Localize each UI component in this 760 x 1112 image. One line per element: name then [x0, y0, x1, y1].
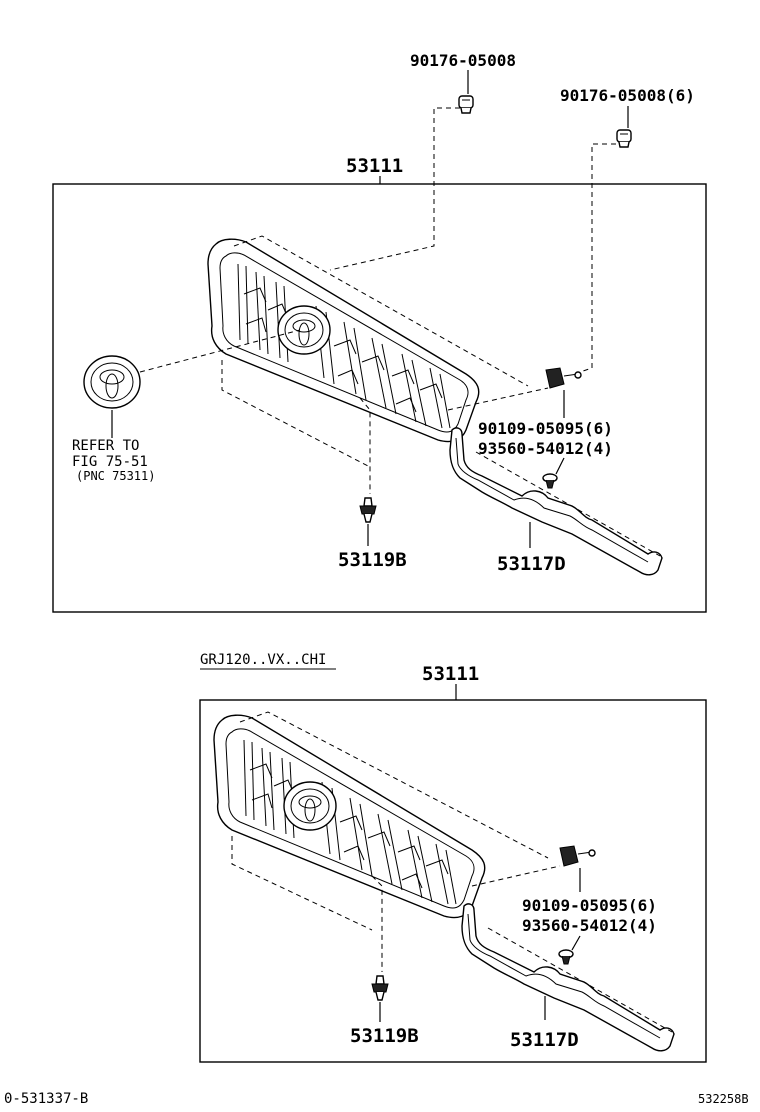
screw-upper: [542, 473, 558, 489]
push-clip-top: [458, 95, 474, 114]
label-emblem-refer-3: (PNC 75311): [76, 469, 155, 483]
label-seal-upper: 53117D: [497, 553, 566, 575]
footer-right-code: 532258B: [698, 1092, 749, 1106]
bottom-clip-upper: [359, 497, 377, 523]
assembly-frame-upper: [52, 183, 707, 613]
assembly-frame-lower: [199, 699, 707, 1063]
label-screw-1-upper: 90109-05095(6): [478, 419, 613, 438]
emblem: [83, 355, 141, 409]
label-clip-top: 90176-05008: [410, 51, 516, 70]
radiator-grille-lower: [213, 714, 486, 919]
label-screw-2-upper: 93560-54012(4): [478, 439, 613, 458]
label-emblem-refer-1: REFER TO: [72, 438, 139, 454]
label-assembly-lower: 53111: [422, 663, 479, 685]
label-condition: GRJ120..VX..CHI: [200, 652, 326, 668]
label-clip-right: 90176-05008(6): [560, 86, 695, 105]
bottom-clip-lower: [371, 975, 389, 1001]
label-emblem-refer-2: FIG 75-51: [72, 454, 148, 470]
footer-left-code: 0-531337-B: [4, 1091, 88, 1107]
label-bottom-clip-upper: 53119B: [338, 549, 407, 571]
bracket-upper: [545, 367, 582, 389]
radiator-grille-upper: [207, 238, 480, 443]
label-screw-2-lower: 93560-54012(4): [522, 916, 657, 935]
label-screw-1-lower: 90109-05095(6): [522, 896, 657, 915]
label-seal-lower: 53117D: [510, 1029, 579, 1051]
upper-section: 90176-05008 90176-05008(6) 53111 REFER T…: [52, 51, 707, 613]
label-assembly-upper: 53111: [346, 155, 403, 177]
bracket-lower: [559, 845, 596, 867]
screw-lower: [558, 949, 574, 965]
label-bottom-clip-lower: 53119B: [350, 1025, 419, 1047]
lower-section: GRJ120..VX..CHI 53111 90109-05095(6) 935…: [199, 652, 707, 1063]
push-clip-right: [616, 129, 632, 148]
